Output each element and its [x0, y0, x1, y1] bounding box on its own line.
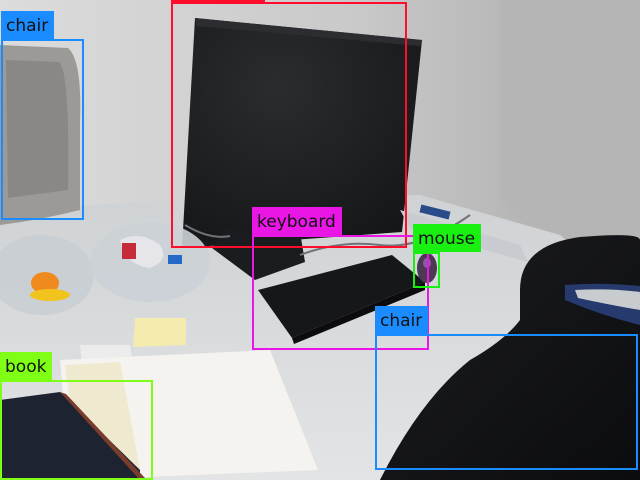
office-desk-photo — [0, 0, 640, 480]
photo-scene: tvmonitor chair keyboard mouse chair boo… — [0, 0, 640, 480]
